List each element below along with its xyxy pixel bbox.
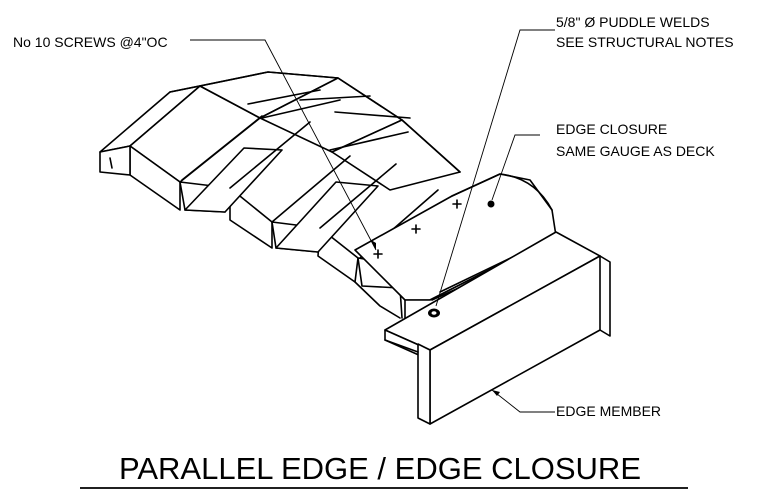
edge-member-label: EDGE MEMBER (556, 403, 661, 419)
metal-deck (99, 71, 461, 319)
edge-closure-label: EDGE CLOSURE (556, 121, 667, 137)
edge-member (384, 231, 611, 425)
drawing-title: PARALLEL EDGE / EDGE CLOSURE (119, 451, 641, 486)
screws-label: No 10 SCREWS @4"OC (13, 34, 168, 50)
puddle-welds-label: 5/8" Ø PUDDLE WELDS (556, 14, 710, 30)
leader-lines (190, 29, 555, 413)
same-gauge-label: SAME GAUGE AS DECK (556, 143, 715, 159)
structural-notes-label: SEE STRUCTURAL NOTES (556, 34, 734, 50)
